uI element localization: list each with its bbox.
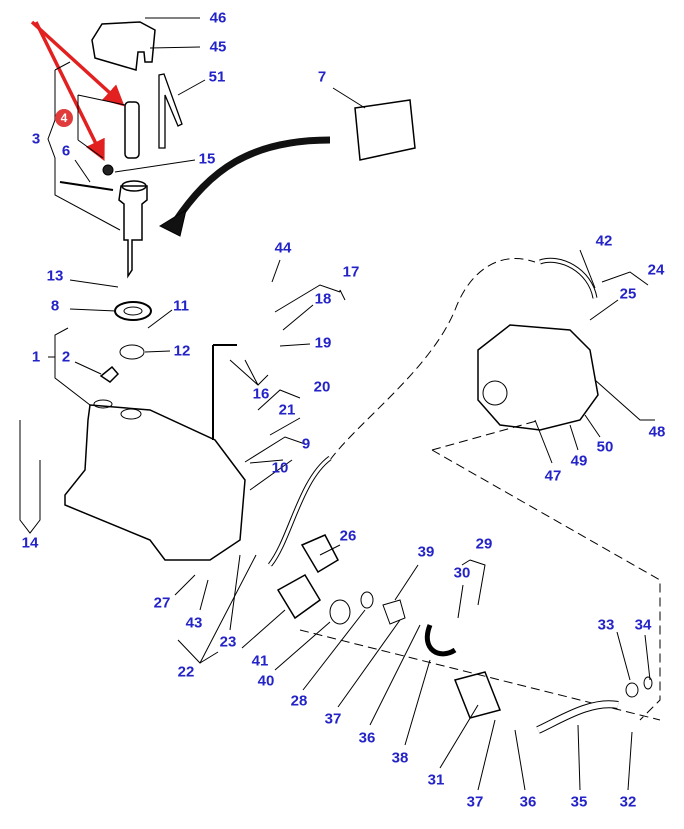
- callout-label: 36: [358, 729, 376, 747]
- cover-part: [91, 21, 156, 71]
- callout-label: 34: [634, 616, 652, 634]
- callout-label: 47: [544, 467, 562, 485]
- callout-label: 30: [453, 564, 471, 582]
- callout-label: 43: [185, 614, 203, 632]
- callout-label: 45: [209, 38, 227, 56]
- callout-label: 44: [274, 239, 292, 257]
- callout-label: 46: [209, 9, 227, 27]
- callout-label: 15: [198, 150, 216, 168]
- callout-label: 48: [648, 423, 666, 441]
- callout-label: 13: [46, 267, 64, 285]
- callout-label: 51: [208, 68, 226, 86]
- callout-label: 39: [417, 543, 435, 561]
- callout-label: 21: [278, 401, 296, 419]
- callout-label: 41: [251, 652, 269, 670]
- callout-label: 8: [50, 297, 60, 315]
- callout-label: 9: [301, 435, 311, 453]
- callout-label: 27: [153, 594, 171, 612]
- callout-label: 33: [597, 616, 615, 634]
- hydraulic-pump-part: [477, 324, 599, 431]
- callout-label: 49: [570, 452, 588, 470]
- callout-label: 37: [466, 793, 484, 811]
- filter-element-part: [276, 573, 321, 620]
- callout-label: 37: [324, 710, 342, 728]
- seal-kit-bag-part: [354, 99, 416, 161]
- assembly-arrow: [172, 136, 331, 224]
- callout-label: 25: [619, 285, 637, 303]
- callout-label: 12: [173, 342, 191, 360]
- callout-label: 1: [31, 348, 41, 366]
- callout-label: 36: [519, 793, 537, 811]
- callout-label: 2: [61, 348, 71, 366]
- callout-label: 19: [314, 334, 332, 352]
- pipe-route: [329, 258, 536, 461]
- filter-tube-part: [124, 101, 140, 159]
- flange-ring-part: [114, 301, 152, 321]
- callout-label: 35: [570, 793, 588, 811]
- callout-label: 10: [271, 459, 289, 477]
- callout-label: 38: [391, 749, 409, 767]
- callout-label: 17: [342, 263, 360, 281]
- callout-label: 3: [31, 130, 41, 148]
- callout-label: 32: [619, 793, 637, 811]
- o-ring-part: [119, 344, 145, 360]
- dipstick-part: [158, 73, 183, 149]
- callout-label: 50: [596, 438, 614, 456]
- callout-label: 23: [219, 633, 237, 651]
- callout-label: 11: [173, 297, 189, 315]
- callout-label: 40: [257, 672, 275, 690]
- callout-label: 29: [475, 535, 493, 553]
- callout-label: 28: [290, 692, 308, 710]
- callout-label: 22: [177, 663, 195, 681]
- callout-label: 14: [21, 534, 39, 552]
- callout-label: 31: [427, 771, 445, 789]
- callout-label: 16: [252, 385, 270, 403]
- callout-label: 26: [339, 527, 357, 545]
- hydraulic-tank-part: [64, 404, 246, 561]
- callout-label: 24: [647, 261, 665, 279]
- callout-label: 42: [595, 232, 613, 250]
- callout-label: 7: [317, 68, 327, 86]
- highlight-badge: 4: [55, 109, 73, 127]
- filler-neck-part: [118, 185, 148, 279]
- callout-label: 6: [61, 142, 71, 160]
- callout-label: 18: [314, 290, 332, 308]
- callout-label: 20: [313, 378, 331, 396]
